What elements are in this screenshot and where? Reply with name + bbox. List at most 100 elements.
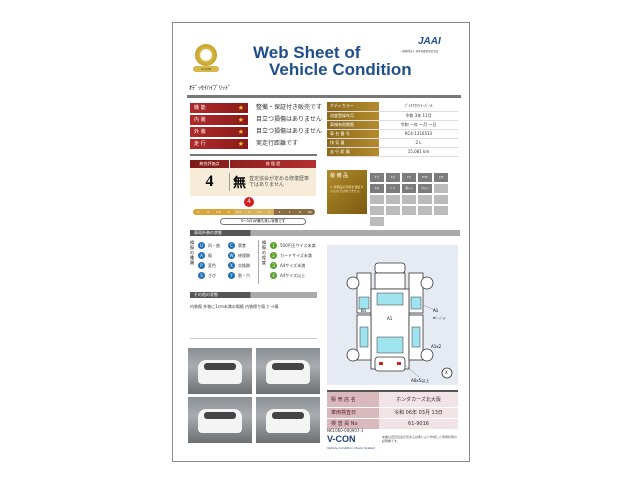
damage-code-icon: C xyxy=(228,241,235,249)
equipment-note: ※ 装備品の状態を保証するものではありません xyxy=(330,185,364,193)
rating-row: 走 行★実走行距離です xyxy=(190,139,322,149)
damage-key-header: 車両外装の状態 xyxy=(190,230,460,236)
rating-label: 走 行 xyxy=(194,141,206,147)
damage-type-label: 傷 xyxy=(208,252,212,258)
jaai-subtitle: 一般財団法人 日本自動車査定協会 xyxy=(400,50,439,53)
spec-table: ボディカラーﾌﾟﾗﾁﾅﾎﾜｲﾄ･ﾊﾟｰﾙ 初度登録年月令和 3年 11月 車検有… xyxy=(327,102,458,157)
damage-size-label: A4サイズ以上 xyxy=(280,272,306,278)
rating-label: 内 装 xyxy=(194,117,206,123)
spec-row: 初度登録年月令和 3年 11月 xyxy=(327,111,458,121)
star-icon: ★ xyxy=(237,128,244,136)
divider xyxy=(190,154,317,156)
equipment-item xyxy=(418,195,432,204)
scale-step: 2 xyxy=(274,209,285,215)
score-box: 総合評価点 修 復 歴 4 無 査定協会が定める修復歴車ではありません xyxy=(190,160,316,196)
scale-step: 4.5 xyxy=(233,209,244,215)
damage-code-icon: P xyxy=(198,261,205,269)
scale-step: RA xyxy=(304,209,315,215)
selected-score-marker: 4 xyxy=(244,197,254,207)
diagram-label: X xyxy=(445,370,448,375)
scale-step: 5.5 xyxy=(213,209,224,215)
equipment-item xyxy=(402,195,416,204)
diagram-label: Bﾍﾟｰｼﾞｮﾝ xyxy=(433,316,446,320)
dealer-table: 販 売 店 名ホンダカーズ北大阪 車両検査日令和 06年 03月 13日 検 査… xyxy=(327,390,458,430)
vehicle-photo-side[interactable] xyxy=(188,397,252,443)
size-code-icon: 1 xyxy=(270,241,277,249)
diagram-label: A1 xyxy=(433,308,439,313)
star-icon: ★ xyxy=(237,140,244,148)
equipment-item: ナビ xyxy=(370,173,384,182)
vcon-brand: V-CON xyxy=(327,434,356,444)
total-score: 4 xyxy=(190,173,230,191)
damage-code-icon: S xyxy=(198,271,205,279)
diagram-label: A1x2 xyxy=(431,344,442,349)
equipment-item xyxy=(434,195,448,204)
rating-row: 機 能★整備・保証付き販売です xyxy=(190,103,322,113)
scale-step: 1 xyxy=(284,209,295,215)
damage-code-icon: X xyxy=(228,261,235,269)
damage-code-icon: U xyxy=(198,241,205,249)
rating-text: 整備・保証付き販売です xyxy=(256,104,323,111)
dealer-row: 車両検査日令和 06年 03月 13日 xyxy=(327,407,458,419)
scale-step: 3 xyxy=(264,209,275,215)
rating-text: 目立つ損傷はありません xyxy=(256,116,322,123)
equipment-item xyxy=(386,195,400,204)
vcon-subtitle: Vehicle Condition Check System xyxy=(327,446,376,450)
size-label: 損傷の程度 xyxy=(262,240,266,265)
damage-size-label: A4サイズ未満 xyxy=(280,262,306,268)
vehicle-photo-front-left[interactable] xyxy=(188,348,252,394)
scale-step: 5 xyxy=(223,209,234,215)
title-line1: Web Sheet of xyxy=(253,43,361,62)
diagram-label: A1 xyxy=(387,316,393,321)
scale-step: 6 xyxy=(203,209,214,215)
total-score-header: 総合評価点 xyxy=(190,160,230,168)
size-code-icon: 2 xyxy=(270,251,277,259)
size-code-icon: 4 xyxy=(270,271,277,279)
jaai-logo: JAAI xyxy=(418,36,441,47)
divider xyxy=(190,338,317,339)
equipment-item xyxy=(402,206,416,215)
equipment-item: ｴｱﾛ xyxy=(434,173,448,182)
damage-type-label: さび xyxy=(208,272,216,278)
star-icon: ★ xyxy=(237,104,244,112)
vehicle-photo-front[interactable] xyxy=(256,348,320,394)
divider xyxy=(258,240,259,284)
car-outline-diagram xyxy=(346,262,453,379)
damage-type-label: 交換跡 xyxy=(238,262,250,268)
scale-note: S～3(S)が最も良い状態です xyxy=(220,218,306,225)
equipment-item: TV xyxy=(402,173,416,182)
damage-type-label: 凹・曲 xyxy=(208,242,220,248)
divider xyxy=(187,95,461,98)
equipment-item xyxy=(370,206,384,215)
spec-row: ボディカラーﾌﾟﾗﾁﾅﾎﾜｲﾄ･ﾊﾟｰﾙ xyxy=(327,102,458,112)
scale-step: S xyxy=(193,209,204,215)
equipment-item xyxy=(370,195,384,204)
equipment-item: ETC xyxy=(418,173,432,182)
damage-code-icon: W xyxy=(228,251,235,259)
vehicle-photo-rear[interactable] xyxy=(256,397,320,443)
equipment-item xyxy=(434,184,448,193)
damage-type-label: 腐食 xyxy=(238,242,246,248)
diagram-label: B1 xyxy=(361,308,367,313)
damage-type-label: 修理跡 xyxy=(238,252,250,258)
equipment-item xyxy=(386,206,400,215)
ratings-list: 機 能★整備・保証付き販売です 内 装★目立つ損傷はありません 外 装★目立つ損… xyxy=(190,103,322,149)
diagram-label: A0x5以上 xyxy=(411,378,430,383)
equipment-item: ｻﾝﾙｰﾌ xyxy=(418,184,432,193)
